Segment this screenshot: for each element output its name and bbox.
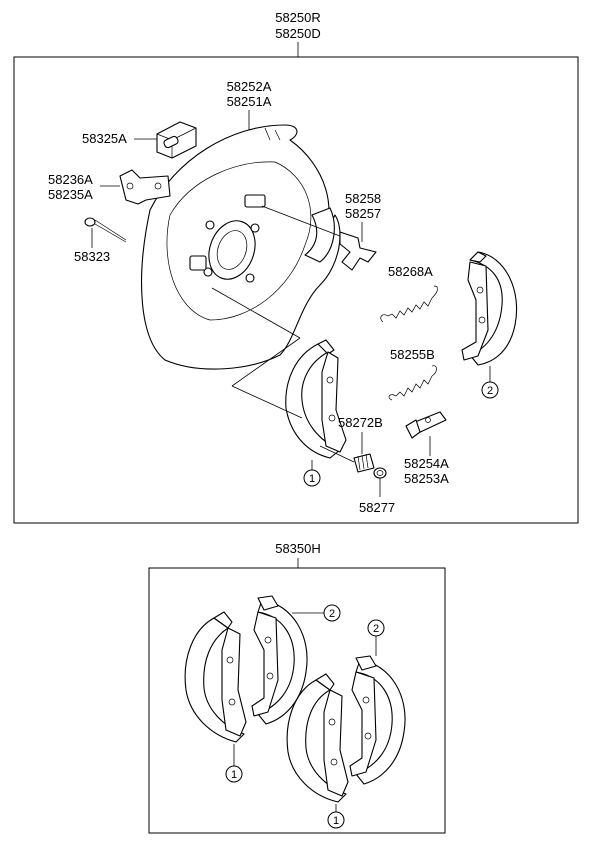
kit-shoe-1b-icon: [286, 673, 349, 803]
label-58323: 58323: [74, 249, 110, 264]
callout-1-kit-b: [327, 811, 345, 829]
label-58251A: 58251A: [227, 94, 272, 109]
label-58268A: 58268A: [388, 264, 433, 279]
adjuster-58254A-icon: [405, 411, 447, 439]
callout-2-kit-b-text: 2: [373, 623, 379, 635]
upper-assembly-frame: [13, 56, 579, 524]
label-58350H: 58350H: [275, 541, 321, 556]
callout-2-kit-b: [367, 619, 385, 637]
lever-58258-icon: [339, 231, 377, 271]
callout-2-kit-a-text: 2: [329, 608, 335, 620]
bolt-58323-icon: [84, 217, 127, 243]
label-58252A: 58252A: [227, 79, 272, 94]
leader-shoe-triangle: [231, 337, 303, 419]
callout-2-kit-a: [323, 604, 341, 622]
label-58253A: 58253A: [404, 471, 449, 486]
kit-shoe-2b-icon: [349, 655, 406, 785]
brake-shoe-right-icon: [461, 251, 518, 366]
plug-58325A-icon: [156, 121, 197, 159]
spring-58272B-icon: [319, 445, 375, 473]
kit-frame: [148, 567, 446, 834]
kit-shoe-1a-icon: [184, 611, 247, 743]
label-58277: 58277: [359, 500, 395, 515]
label-58235A: 58235A: [48, 187, 93, 202]
callout-1-kit-a-text: 1: [231, 769, 237, 781]
dust-shield-icon: [304, 207, 335, 263]
brake-shoe-left-icon: [285, 339, 347, 459]
callout-1-upper: [303, 469, 321, 487]
callout-1-upper-text: 1: [309, 473, 315, 485]
callout-2-upper-text: 2: [487, 385, 493, 397]
leader-58258-to-plate: [261, 205, 346, 239]
kit-shoe-2a-icon: [251, 595, 308, 725]
label-58250R: 58250R: [275, 10, 321, 25]
leader-plate-to-shoe: [211, 287, 301, 339]
spring-58268A-icon: [380, 285, 438, 323]
callout-1-kit-b-text: 1: [333, 815, 339, 827]
label-58250D: 58250D: [275, 26, 321, 41]
backing-plate-icon: [141, 124, 341, 370]
cap-58277-icon: [373, 467, 387, 479]
label-58255B: 58255B: [390, 347, 435, 362]
label-58254A: 58254A: [404, 456, 449, 471]
label-58258: 58258: [345, 191, 381, 206]
spring-58255B-icon: [388, 365, 437, 401]
label-58272B: 58272B: [338, 415, 383, 430]
label-58325A: 58325A: [82, 131, 127, 146]
bracket-58236A-icon: [119, 169, 171, 205]
callout-1-kit-a: [225, 765, 243, 783]
callout-2-upper: [481, 381, 499, 399]
label-58257: 58257: [345, 206, 381, 221]
label-58236A: 58236A: [48, 172, 93, 187]
